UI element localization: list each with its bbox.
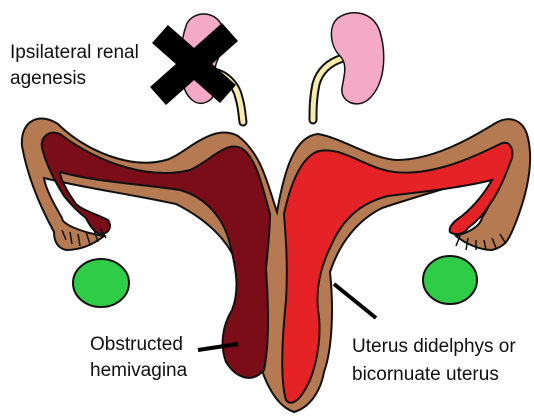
uterus-pointer-line bbox=[334, 284, 376, 318]
renal-agenesis-label-line1: Ipsilateral renal bbox=[10, 42, 139, 63]
uterus-didelphys-label-line2: bicornuate uterus bbox=[352, 364, 499, 385]
obstructed-hemivagina-label-line2: hemivagina bbox=[90, 360, 188, 381]
left-ovary bbox=[73, 259, 129, 307]
right-ovary bbox=[423, 256, 477, 304]
renal-agenesis-label-line2: agenesis bbox=[10, 68, 86, 89]
right-kidney-group bbox=[313, 13, 384, 120]
uterus-didelphys-label-line1: Uterus didelphys or bbox=[352, 336, 516, 357]
obstructed-hemivagina-label-line1: Obstructed bbox=[90, 334, 183, 355]
